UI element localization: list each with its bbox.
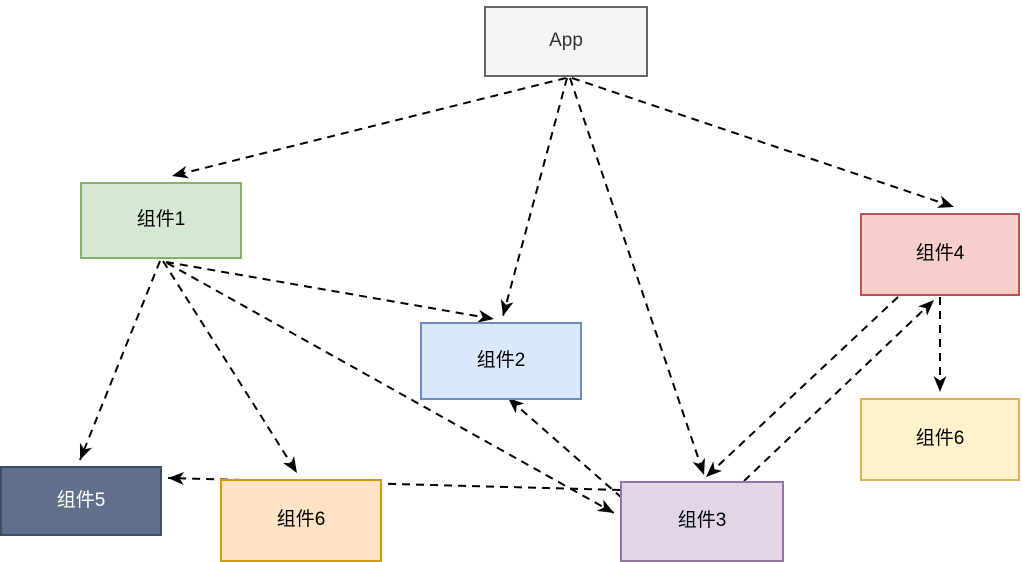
edge-line [507,397,623,499]
edge-line [167,477,621,491]
node-comp3[interactable]: 组件3 [620,481,784,562]
edge-line [79,260,161,461]
arrowhead-icon [596,499,614,513]
edge-app-to-comp4 [571,77,955,208]
arrowhead-icon [79,442,93,460]
edge-line [502,77,568,317]
edge-app-to-comp2 [500,77,568,317]
arrowhead-icon [933,376,947,392]
edge-line [569,77,705,476]
arrowhead-icon [508,398,525,414]
node-comp2[interactable]: 组件2 [420,322,582,400]
edge-app-to-comp3 [569,77,705,476]
edge-comp1-to-comp5 [79,260,161,461]
node-comp6a[interactable]: 组件6 [220,479,382,562]
node-label-comp2: 组件2 [476,349,526,371]
edge-comp4-to-comp6b [933,297,947,392]
edge-app-to-comp1 [171,77,567,179]
node-comp1[interactable]: 组件1 [80,182,242,259]
node-comp5[interactable]: 组件5 [0,466,162,536]
edge-comp3-to-comp4 [743,299,935,482]
edge-comp1-to-comp6a [162,260,298,474]
arrowhead-icon [500,298,514,316]
node-label-comp6b: 组件6 [915,428,965,450]
node-label-app: App [549,30,583,52]
edge-comp1-to-comp3 [166,262,615,514]
node-label-comp3: 组件3 [677,510,727,532]
node-comp4[interactable]: 组件4 [860,213,1020,296]
node-label-comp5: 组件5 [56,489,106,511]
arrowhead-icon [692,457,705,475]
edge-line [162,260,298,474]
arrowhead-icon [283,455,297,473]
edge-line [743,299,935,482]
node-label-comp6a: 组件6 [276,509,326,531]
edge-line [571,77,955,208]
arrowhead-icon [477,309,494,323]
node-comp6b[interactable]: 组件6 [860,398,1020,481]
edge-line [165,261,495,320]
edge-comp3-to-comp5 [167,472,621,491]
arrowhead-icon [917,300,934,316]
arrowhead-icon [936,195,954,208]
node-label-comp4: 组件4 [915,243,965,265]
edge-comp1-to-comp2 [165,261,495,323]
edge-line [171,77,567,177]
arrowhead-icon [172,165,190,179]
node-label-comp1: 组件1 [136,209,186,231]
edge-line [166,262,615,514]
edge-comp3-to-comp2 [507,397,623,499]
node-app[interactable]: App [484,6,648,77]
arrowhead-icon [168,472,185,486]
edge-comp4-to-comp3 [705,296,899,478]
edge-line [705,296,899,478]
arrowhead-icon [706,461,723,477]
